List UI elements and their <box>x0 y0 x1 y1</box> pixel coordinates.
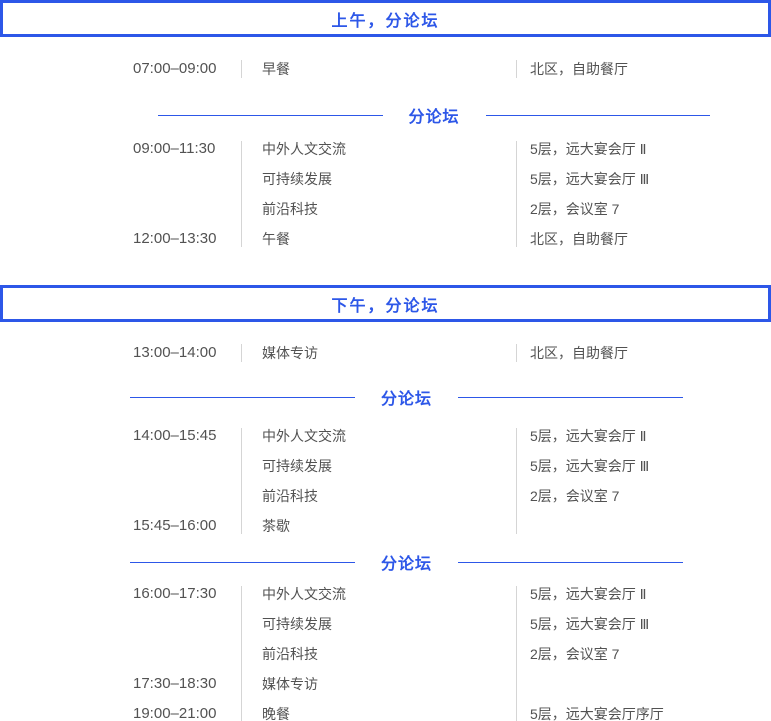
event-name: 中外人文交流 <box>262 141 346 157</box>
event-name: 午餐 <box>262 231 290 247</box>
event-name: 中外人文交流 <box>262 586 346 602</box>
section-header-morning: 上午，分论坛 <box>0 0 771 37</box>
event-name: 早餐 <box>262 61 290 77</box>
group-separator-right <box>516 586 517 721</box>
divider-line <box>130 561 355 563</box>
schedule-row: 可持续发展 5层，远大宴会厅 Ⅲ <box>0 609 771 639</box>
schedule-row: 14:00–15:45 中外人文交流 5层，远大宴会厅 Ⅱ <box>0 421 771 451</box>
event-location: 2层，会议室 7 <box>530 646 620 662</box>
event-name: 媒体专访 <box>262 345 318 361</box>
event-location: 5层，远大宴会厅 Ⅲ <box>530 458 650 474</box>
event-name: 茶歇 <box>262 518 290 534</box>
schedule-row: 15:45–16:00 茶歇 <box>0 511 771 541</box>
schedule-row: 可持续发展 5层，远大宴会厅 Ⅲ <box>0 164 771 194</box>
time-range: 19:00–21:00 <box>133 705 217 721</box>
event-name: 晚餐 <box>262 706 290 721</box>
time-range: 14:00–15:45 <box>133 427 217 444</box>
schedule-row: 前沿科技 2层，会议室 7 <box>0 194 771 224</box>
event-location: 5层，远大宴会厅 Ⅲ <box>530 616 650 632</box>
divider-line <box>158 114 383 116</box>
event-location: 北区，自助餐厅 <box>530 345 628 361</box>
event-location: 5层，远大宴会厅 Ⅱ <box>530 141 647 157</box>
event-location: 2层，会议室 7 <box>530 201 620 217</box>
event-location: 北区，自助餐厅 <box>530 231 628 247</box>
section-header-afternoon: 下午，分论坛 <box>0 285 771 322</box>
event-location: 2层，会议室 7 <box>530 488 620 504</box>
event-name: 可持续发展 <box>262 616 332 632</box>
divider-label: 分论坛 <box>408 109 460 126</box>
schedule-row: 12:00–13:30 午餐 北区，自助餐厅 <box>0 224 771 254</box>
event-location: 5层，远大宴会厅序厅 <box>530 706 664 721</box>
event-location: 5层，远大宴会厅 Ⅱ <box>530 586 647 602</box>
time-range: 12:00–13:30 <box>133 230 217 247</box>
schedule-row: 19:00–21:00 晚餐 5层，远大宴会厅序厅 <box>0 699 771 721</box>
schedule-row: 17:30–18:30 媒体专访 <box>0 669 771 699</box>
section-title: 上午，分论坛 <box>331 12 440 30</box>
schedule-row: 前沿科技 2层，会议室 7 <box>0 639 771 669</box>
group-separator-left <box>241 586 242 721</box>
group-separator-left <box>241 141 242 247</box>
divider-line <box>130 396 355 398</box>
time-range: 09:00–11:30 <box>133 140 216 157</box>
column-separator <box>241 60 242 78</box>
schedule-group: 09:00–11:30 中外人文交流 5层，远大宴会厅 Ⅱ 可持续发展 5层，远… <box>0 134 771 254</box>
schedule-group: 14:00–15:45 中外人文交流 5层，远大宴会厅 Ⅱ 可持续发展 5层，远… <box>0 421 771 541</box>
section-title: 下午，分论坛 <box>331 297 440 315</box>
schedule-row: 07:00–09:00 早餐 北区，自助餐厅 <box>0 54 771 84</box>
divider-line <box>458 396 684 398</box>
schedule-row: 09:00–11:30 中外人文交流 5层，远大宴会厅 Ⅱ <box>0 134 771 164</box>
group-separator-left <box>241 428 242 534</box>
time-range: 13:00–14:00 <box>133 344 217 361</box>
group-separator-right <box>516 428 517 534</box>
event-name: 媒体专访 <box>262 676 318 692</box>
event-name: 可持续发展 <box>262 458 332 474</box>
divider-label: 分论坛 <box>381 556 433 573</box>
divider-line <box>485 114 711 116</box>
time-range: 17:30–18:30 <box>133 675 217 692</box>
time-range: 15:45–16:00 <box>133 517 217 534</box>
schedule-row: 13:00–14:00 媒体专访 北区，自助餐厅 <box>0 338 771 368</box>
forum-divider: 分论坛 <box>158 105 711 126</box>
event-name: 可持续发展 <box>262 171 332 187</box>
schedule-group: 16:00–17:30 中外人文交流 5层，远大宴会厅 Ⅱ 可持续发展 5层，远… <box>0 579 771 721</box>
schedule-row: 可持续发展 5层，远大宴会厅 Ⅲ <box>0 451 771 481</box>
event-name: 中外人文交流 <box>262 428 346 444</box>
event-location: 北区，自助餐厅 <box>530 61 628 77</box>
event-name: 前沿科技 <box>262 488 318 504</box>
column-separator <box>241 344 242 362</box>
column-separator <box>516 344 517 362</box>
divider-label: 分论坛 <box>381 391 433 408</box>
event-location: 5层，远大宴会厅 Ⅲ <box>530 171 650 187</box>
event-name: 前沿科技 <box>262 201 318 217</box>
group-separator-right <box>516 141 517 247</box>
event-name: 前沿科技 <box>262 646 318 662</box>
time-range: 07:00–09:00 <box>133 60 217 77</box>
forum-divider: 分论坛 <box>130 552 684 573</box>
schedule-row: 16:00–17:30 中外人文交流 5层，远大宴会厅 Ⅱ <box>0 579 771 609</box>
forum-divider: 分论坛 <box>130 387 684 408</box>
event-location: 5层，远大宴会厅 Ⅱ <box>530 428 647 444</box>
time-range: 16:00–17:30 <box>133 585 217 602</box>
divider-line <box>458 561 684 563</box>
schedule-row: 前沿科技 2层，会议室 7 <box>0 481 771 511</box>
column-separator <box>516 60 517 78</box>
